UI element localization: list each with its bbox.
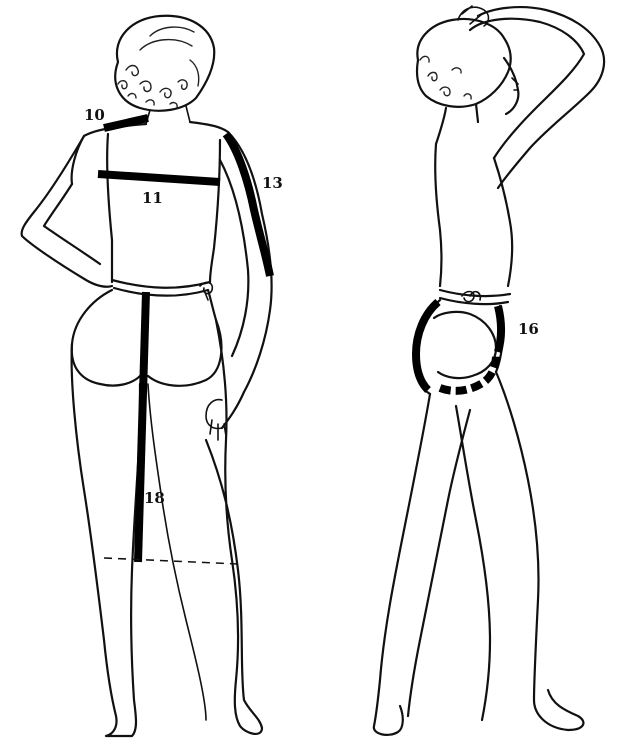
side-figure-raised-arm (470, 7, 604, 188)
back-figure-left-arm (22, 136, 112, 287)
label-13: 13 (262, 174, 283, 192)
back-view-figure (22, 16, 272, 736)
side-figure-legs (374, 372, 584, 735)
back-figure-belt (112, 280, 210, 296)
measure-16-thigh-dashed (440, 356, 496, 391)
side-figure-torso (435, 104, 512, 286)
back-figure-right-hand (206, 400, 226, 440)
back-figure-inner-leg (148, 384, 206, 720)
measure-13-arm-length (226, 134, 270, 276)
measure-10-shoulder (104, 118, 148, 128)
measure-16-front-line (498, 306, 501, 352)
back-figure-neck (146, 106, 190, 124)
side-figure-head (417, 19, 518, 114)
hem-guide-line (104, 558, 238, 564)
measure-11-back-width (98, 174, 220, 182)
back-figure-hair (115, 16, 214, 111)
label-16: 16 (518, 320, 539, 338)
label-11: 11 (142, 189, 163, 207)
measure-18-skirt-length (138, 292, 146, 562)
label-18: 18 (144, 489, 165, 507)
label-10: 10 (84, 106, 105, 124)
measure-16-hip-curve (416, 302, 438, 390)
side-view-figure (374, 6, 604, 735)
